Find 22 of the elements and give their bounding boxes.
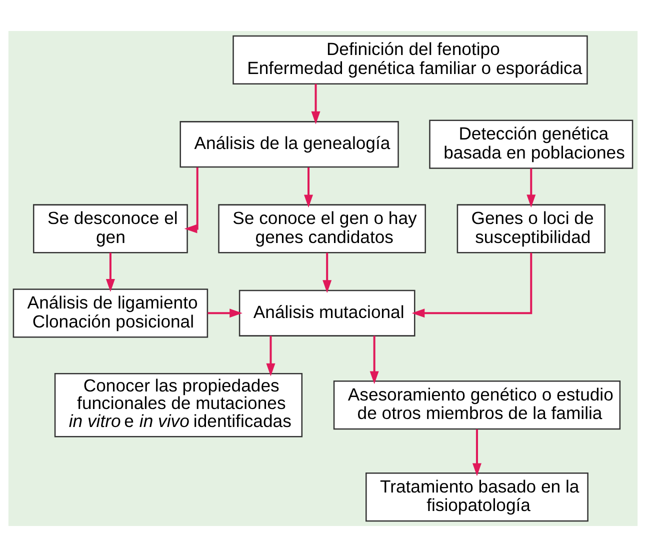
- arrow: [106, 252, 115, 292]
- arrow: [472, 429, 482, 476]
- node-box: Análisis mutacional: [238, 290, 416, 336]
- node-box: Definición del fenotipo Enfermedad genética familiar o esporádica: [232, 35, 588, 85]
- arrow: [208, 308, 242, 318]
- node-box: Tratamiento basado en la fisiopatología: [366, 472, 588, 522]
- arrow: [412, 252, 532, 318]
- node-box: Detección genética basada en poblaciones: [429, 120, 634, 169]
- node-box: Análisis de ligamiento Clonación posicional: [12, 288, 208, 338]
- arrow: [266, 336, 276, 376]
- arrow: [304, 167, 314, 208]
- arrow: [322, 252, 332, 294]
- node-box: Asesoramiento genético o estudio de otros miembros de la familia: [333, 380, 621, 430]
- node-box: Análisis de la genealogía: [180, 121, 399, 168]
- node-box: Se desconoce el gen: [32, 204, 188, 254]
- node-box: Se conoce el gen o hay genes candidatos: [218, 204, 426, 254]
- node-box: Conocer las propiedades funcionales de mutaciones in vitro e in vivo identificadas: [54, 372, 303, 438]
- node-box: Genes o loci de susceptibilidad: [456, 204, 606, 254]
- arrow: [311, 84, 320, 124]
- arrow: [184, 167, 198, 234]
- arrow: [526, 168, 536, 208]
- arrow: [370, 336, 379, 384]
